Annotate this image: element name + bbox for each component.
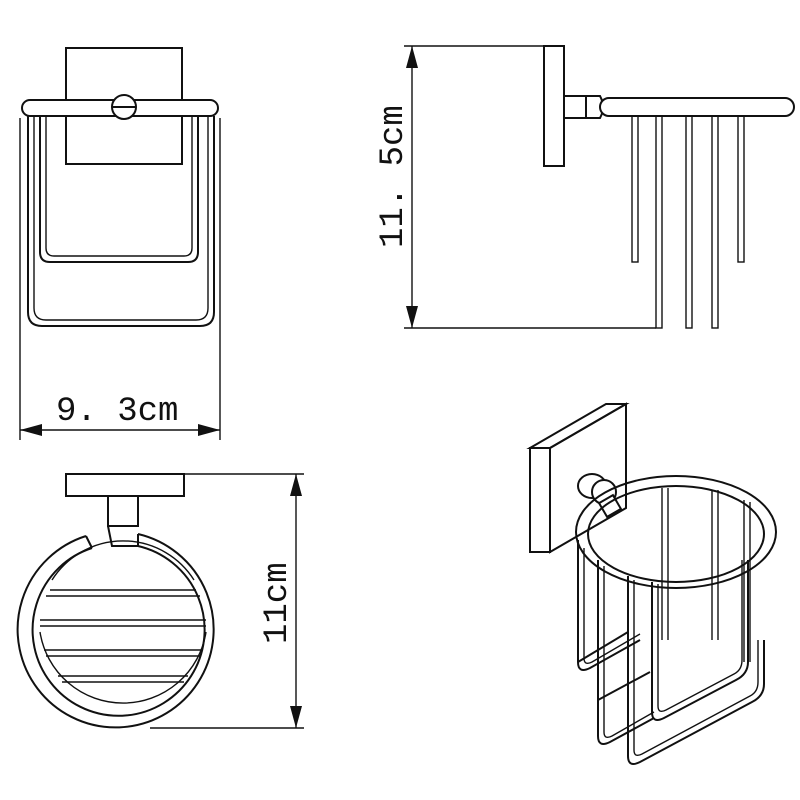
side-wall-plate: [543, 45, 565, 167]
height-label: 11. 5cm: [375, 105, 413, 248]
side-wires: [631, 115, 745, 329]
top-basket-bars: [40, 589, 206, 683]
top-view: 11cm: [16, 473, 304, 729]
iso-ring-outer: [575, 475, 777, 589]
iso-front-wires: [577, 540, 765, 765]
iso-plate-top: [526, 403, 630, 449]
top-ring-inner: [31, 545, 206, 717]
iso-back-wires: [661, 488, 751, 662]
top-wall-plate: [65, 473, 185, 497]
front-basket-inner: [39, 116, 199, 263]
iso-plate-front: [529, 447, 551, 553]
isometric-view: [526, 402, 777, 765]
front-basket-outer: [27, 116, 215, 327]
side-view: 11. 5cm: [375, 45, 795, 329]
top-connector: [107, 495, 139, 527]
side-top-rail: [599, 97, 795, 117]
depth-label: 11cm: [259, 562, 297, 644]
iso-ring-inner: [587, 485, 765, 583]
side-connector: [563, 95, 587, 119]
width-label: 9. 3cm: [56, 393, 178, 431]
top-ring-outer: [16, 533, 215, 729]
front-view: 9. 3cm: [19, 47, 221, 440]
iso-plate-side: [549, 402, 627, 554]
